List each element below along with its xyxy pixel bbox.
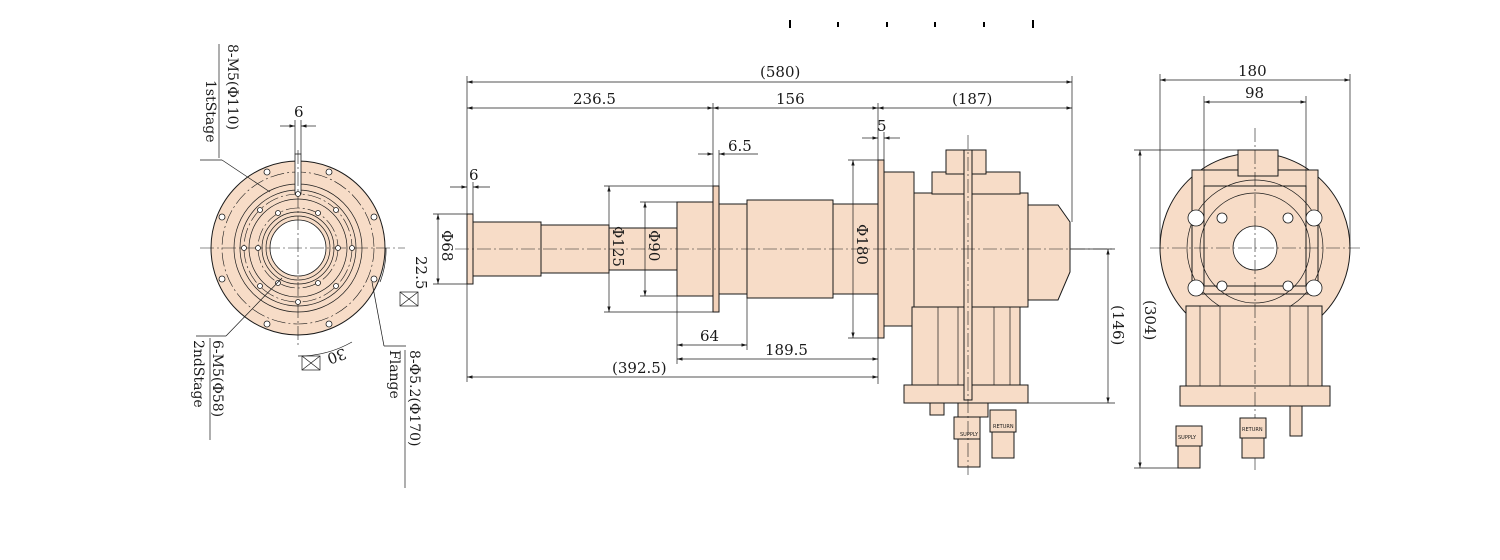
end-supply-label: SUPPLY xyxy=(1178,435,1197,441)
side-supply-label: SUPPLY xyxy=(960,432,979,438)
label-second-stage-thread: 6-M5(Φ58) xyxy=(209,340,225,417)
dim-to-mount: (392.5) xyxy=(612,359,667,377)
dim-mount-flange: 5 xyxy=(877,117,887,135)
dia-shaft-end: Φ68 xyxy=(438,230,456,261)
end-connectors: SUPPLY RETURN xyxy=(1175,405,1303,469)
flange-holes xyxy=(218,168,378,328)
dia-stage-one: Φ125 xyxy=(609,226,627,267)
end-return-label: RETURN xyxy=(1242,427,1263,433)
dim-inner-width: 98 xyxy=(1245,84,1264,102)
label-second-stage-name: 2ndStage xyxy=(190,340,206,408)
dim-motor-length: (187) xyxy=(952,90,992,108)
label-first-stage-thread: 8-M5(Φ110) xyxy=(224,44,240,130)
dim-shaft-length: 236.5 xyxy=(573,90,616,108)
dim-lower-segment: 189.5 xyxy=(765,341,808,359)
dim-overall-length: (580) xyxy=(760,63,800,81)
dia-mount: Φ180 xyxy=(853,224,871,265)
side-connectors: SUPPLY RETURN xyxy=(929,402,1017,468)
first-stage-holes xyxy=(241,191,355,305)
angle-upper-box-icon xyxy=(399,291,419,307)
dim-flange-plate: 6.5 xyxy=(728,137,752,155)
dim-outer-width: 180 xyxy=(1238,62,1267,80)
angle-lower: 30 xyxy=(325,344,349,367)
side-return-label: RETURN xyxy=(993,424,1014,430)
label-flange-holes: 8-Φ5.2(Φ170) xyxy=(406,350,422,447)
label-first-stage-name: 1stStage xyxy=(202,80,218,143)
dim-short-segment: 64 xyxy=(700,327,719,345)
dim-overall-height: (304) xyxy=(1141,300,1159,340)
dim-slot-width: 6 xyxy=(294,103,304,121)
angle-upper: 22.5 xyxy=(412,256,430,289)
front-view: 6 8-M5(Φ110) 1stStage 6-M5(Φ58) 2ndStage… xyxy=(190,44,430,488)
end-bolts xyxy=(1187,209,1323,297)
dim-center-height: (146) xyxy=(1109,305,1127,345)
end-view: SUPPLY RETURN 180 98 (304) xyxy=(1134,62,1360,470)
angle-lower-box-icon xyxy=(301,355,321,371)
dim-end-flange: 6 xyxy=(469,166,479,184)
side-view: SUPPLY RETURN (580) 236.5 156 (187) 6 6.… xyxy=(433,63,1127,475)
top-ticks xyxy=(789,20,1034,28)
second-stage-holes xyxy=(255,210,341,286)
dia-stage-two: Φ90 xyxy=(645,230,663,261)
dim-middle-length: 156 xyxy=(776,90,805,108)
label-flange-name: Flange xyxy=(386,350,402,399)
